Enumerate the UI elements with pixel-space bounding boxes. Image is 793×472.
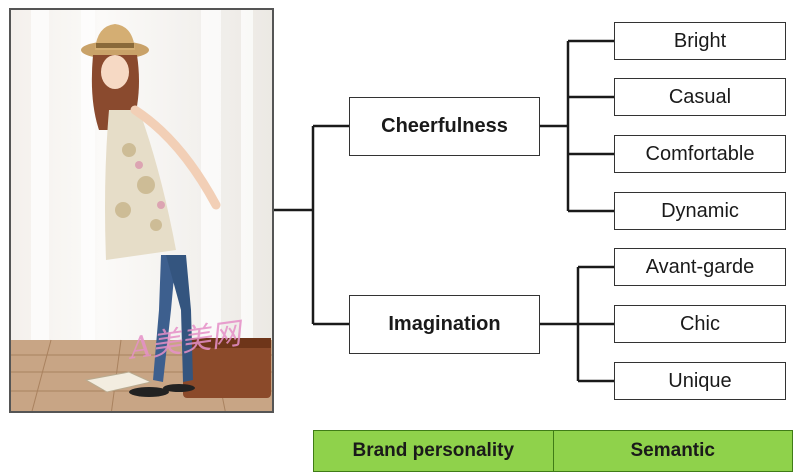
legend-brand-personality: Brand personality [352, 440, 515, 461]
fashion-model-photo: A美美网 [9, 8, 274, 413]
category-box-cheerfulness: Cheerfulness [349, 97, 540, 156]
legend-bar: Brand personality Semantic [313, 430, 793, 472]
semantic-box-casual: Casual [614, 78, 786, 116]
semantic-box-bright: Bright [614, 22, 786, 60]
semantic-box-chic: Chic [614, 305, 786, 343]
semantic-box-unique: Unique [614, 362, 786, 400]
semantic-box-comfortable: Comfortable [614, 135, 786, 173]
semantic-box-avant-garde: Avant-garde [614, 248, 786, 286]
category-box-imagination: Imagination [349, 295, 540, 354]
semantic-box-dynamic: Dynamic [614, 192, 786, 230]
legend-semantic: Semantic [552, 431, 793, 471]
